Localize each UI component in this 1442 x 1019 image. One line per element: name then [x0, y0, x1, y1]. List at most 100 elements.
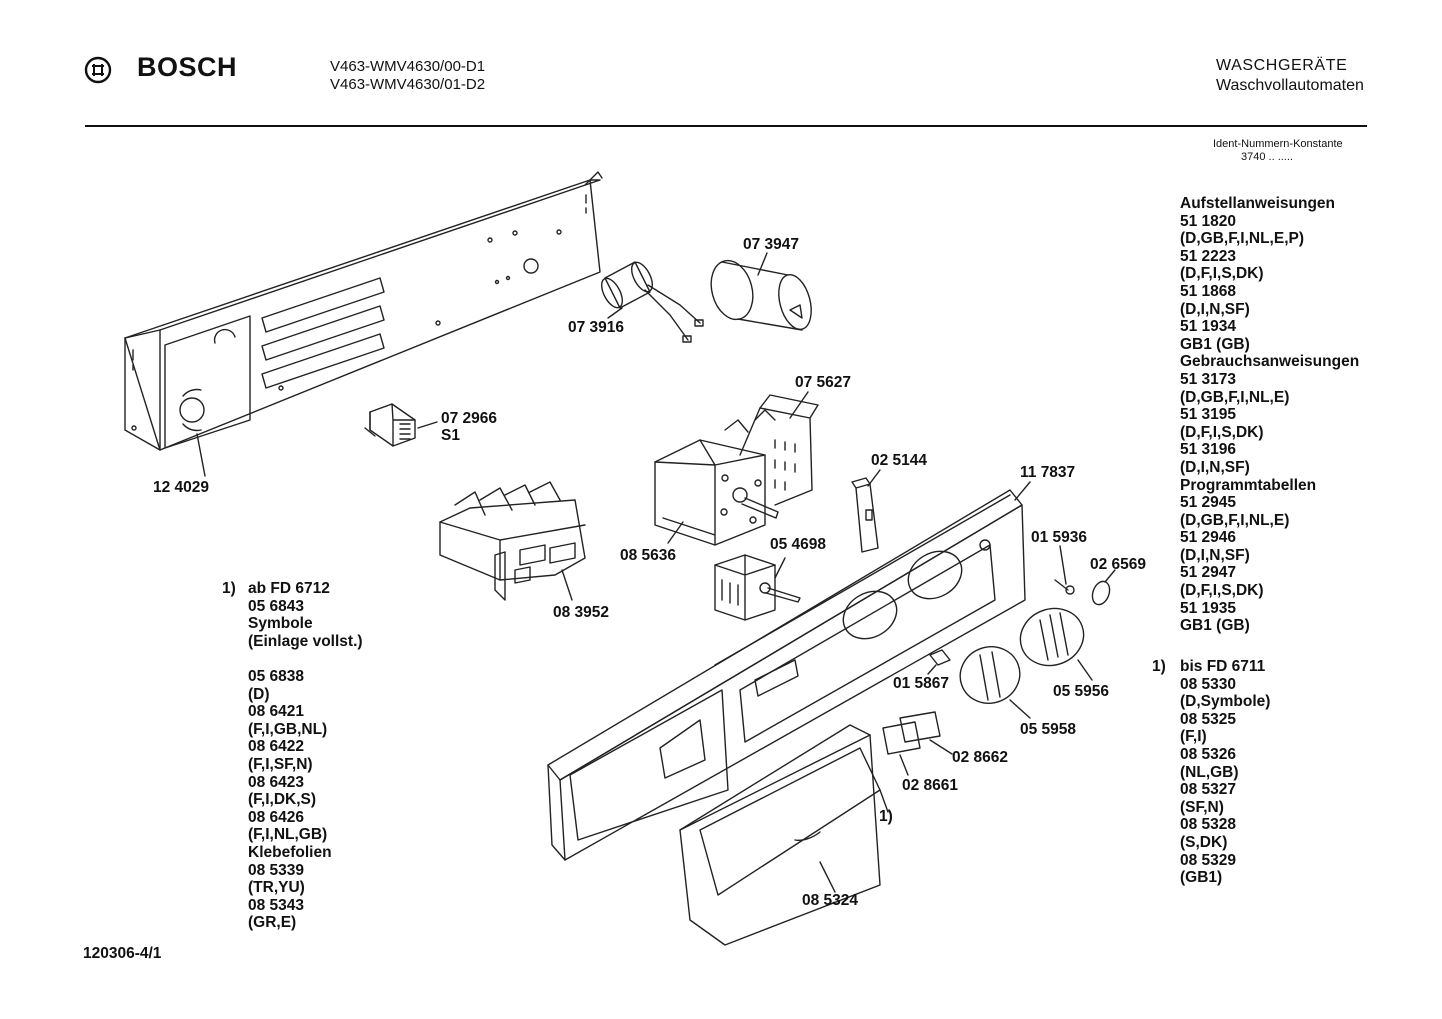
list-item: (D,GB,F,I,NL,E)	[1180, 388, 1290, 406]
part-label: S1	[441, 427, 460, 444]
note-line: Symbole	[248, 615, 313, 633]
leader-015936	[1059, 545, 1067, 585]
leader-025144	[867, 469, 881, 487]
leader-055958	[1009, 699, 1031, 719]
part-label: 07 3916	[568, 319, 625, 336]
list-item: GB1 (GB)	[1180, 617, 1250, 635]
leader-124029	[196, 433, 206, 477]
part-label: 02 8662	[952, 749, 1009, 766]
screw	[1054, 579, 1075, 595]
list-item: 51 1934	[1180, 318, 1237, 336]
part-label: 01 5867	[893, 675, 950, 692]
push-buttons	[882, 711, 941, 755]
note-line: 08 6421	[248, 703, 305, 721]
leader-117837	[1014, 481, 1031, 501]
part-label: 02 8661	[902, 777, 959, 794]
note-line: (GB1)	[1180, 869, 1223, 887]
note-line: 08 5339	[248, 861, 305, 879]
clip	[929, 649, 951, 666]
part-label: 07 5627	[795, 374, 852, 391]
leader-054698	[774, 557, 786, 579]
note-line: (S,DK)	[1180, 833, 1228, 851]
part-label: 08 5324	[802, 892, 859, 909]
note-line: 05 6838	[248, 667, 305, 685]
leader-085636	[667, 521, 684, 544]
note-line: (D,Symbole)	[1180, 693, 1271, 711]
header-rule	[85, 125, 1367, 127]
part-label: 02 6569	[1090, 556, 1147, 573]
ident-value: 3740 .. .....	[1241, 151, 1293, 163]
part-label: 08 5636	[620, 547, 677, 564]
ident-block: Ident-Nummern-Konstante 3740 .. .....	[1213, 138, 1343, 164]
note-line: (GR,E)	[248, 914, 297, 932]
list-item: GB1 (GB)	[1180, 335, 1250, 353]
list-item: Gebrauchsanweisungen	[1180, 353, 1360, 371]
part-label: 11 7837	[1020, 464, 1076, 481]
list-item: 51 2947	[1180, 564, 1237, 582]
list-item: Aufstellanweisungen	[1180, 195, 1336, 212]
knob-large	[1019, 607, 1085, 667]
leader-073947	[757, 252, 768, 276]
note-line: 08 5327	[1180, 781, 1237, 799]
note-line: 08 6423	[248, 773, 305, 791]
note-line: (F,I,GB,NL)	[248, 720, 328, 738]
note-line: 08 5343	[248, 896, 305, 914]
category-title: WASCHGERÄTE	[1216, 57, 1348, 74]
list-item: (D,I,N,SF)	[1180, 458, 1250, 476]
list-item: 51 2223	[1180, 247, 1237, 265]
note-line: 08 5325	[1180, 710, 1237, 728]
brand-name: BOSCH	[137, 52, 238, 82]
ident-label: Ident-Nummern-Konstante	[1213, 138, 1343, 150]
part-label: 05 4698	[770, 536, 827, 553]
list-item: 51 1868	[1180, 282, 1237, 300]
leader-072966	[417, 421, 438, 429]
note-left-marker: 1)	[222, 580, 236, 597]
leader-085324	[819, 861, 836, 893]
leader-ref1	[879, 789, 889, 813]
note-right: bis FD 6711 08 5330 (D,Symbole) 08 5325 …	[1180, 658, 1270, 887]
note-line: bis FD 6711	[1180, 658, 1266, 675]
note-line: 05 6843	[248, 597, 305, 615]
note-line: (F,I,NL,GB)	[248, 826, 328, 844]
leader-083952	[561, 569, 573, 601]
note-left: ab FD 6712 05 6843 Symbole (Einlage voll…	[248, 580, 363, 932]
model-code-2: V463-WMV4630/01-D2	[330, 76, 486, 93]
document-list: Aufstellanweisungen 51 1820 (D,GB,F,I,NL…	[1180, 195, 1359, 635]
list-item: (D,GB,F,I,NL,E)	[1180, 511, 1290, 529]
note-line: (F,I,SF,N)	[248, 755, 313, 773]
note-line: ab FD 6712	[248, 580, 330, 597]
list-item: (D,I,N,SF)	[1180, 546, 1250, 564]
knob-small	[959, 646, 1021, 704]
bracket	[851, 477, 879, 553]
leader-073916	[607, 307, 623, 319]
part-label: 08 3952	[553, 604, 610, 621]
part-label: 12 4029	[153, 479, 210, 496]
leader-075627	[789, 391, 809, 419]
control-panel	[547, 489, 1026, 861]
list-item: (D,I,N,SF)	[1180, 300, 1250, 318]
note-right-marker: 1)	[1152, 658, 1166, 675]
part-label: 02 5144	[871, 452, 928, 469]
part-label: 07 3947	[743, 236, 800, 253]
list-item: 51 2946	[1180, 529, 1237, 547]
note-line: 08 5326	[1180, 745, 1237, 763]
note-line: (Einlage vollst.)	[248, 632, 363, 650]
drawer-front	[679, 724, 881, 946]
note-line: (TR,YU)	[248, 879, 305, 897]
control-unit	[439, 481, 586, 601]
note-line: 08 6422	[248, 738, 305, 756]
part-label: 01 5936	[1031, 529, 1088, 546]
note-line: Klebefolien	[248, 843, 332, 861]
part-label: 05 5958	[1020, 721, 1077, 738]
switch-s1	[364, 403, 416, 447]
part-label: 1)	[879, 808, 893, 825]
note-line: 08 5329	[1180, 851, 1237, 869]
drawing-number: 120306-4/1	[83, 945, 162, 962]
list-item: 51 3196	[1180, 441, 1237, 459]
bosch-logo-icon	[84, 56, 112, 84]
list-item: 51 2945	[1180, 494, 1237, 512]
note-line: (D)	[248, 685, 270, 703]
note-line: 08 5328	[1180, 816, 1237, 834]
selector-switch	[714, 554, 801, 621]
